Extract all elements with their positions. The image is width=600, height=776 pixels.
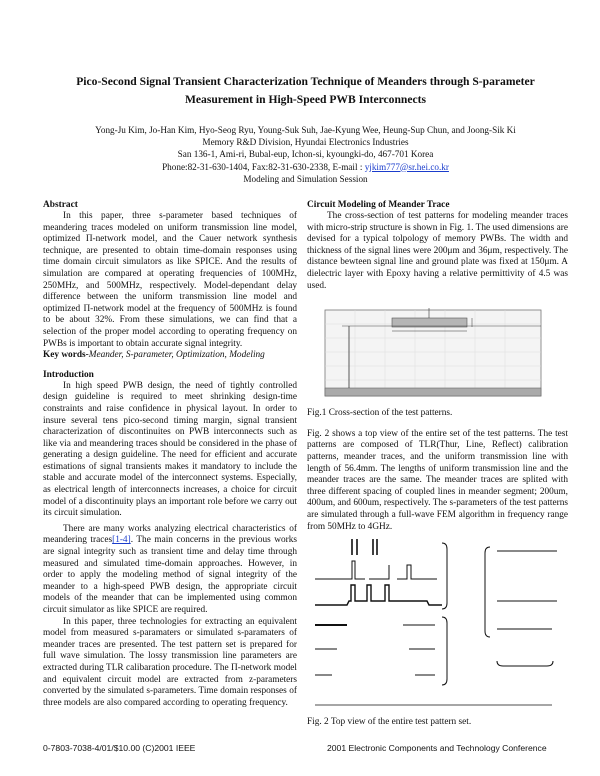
footer: 0-7803-7038-4/01/$10.00 (C)2001 IEEE 200… [43,743,568,754]
author-names: Yong-Ju Kim, Jo-Han Kim, Hyo-Seog Ryu, Y… [95,125,516,135]
affiliation: Memory R&D Division, Hyundai Electronics… [202,137,409,148]
author-block: Yong-Ju Kim, Jo-Han Kim, Hyo-Seog Ryu, Y… [43,124,568,185]
circuit-paragraph-2: Fig. 2 shows a top view of the entire se… [307,428,568,532]
left-column: Abstract In this paper, three s-paramete… [43,199,297,729]
session: Modeling and Simulation Session [243,173,368,184]
intro-paragraph-1: In high speed PWB design, the need of ti… [43,380,297,519]
circuit-paragraph-1: The cross-section of test patterns for m… [307,211,568,291]
circuit-modeling-heading: Circuit Modeling of Meander Trace [307,200,450,211]
footer-right: 2001 Electronic Components and Technolog… [327,742,547,753]
title-line-1: Pico-Second Signal Transient Characteriz… [76,75,535,88]
keywords: Key words-Meander, S-parameter, Optimiza… [43,350,297,362]
right-column: Circuit Modeling of Meander Trace The cr… [307,199,568,729]
introduction-heading: Introduction [43,369,94,380]
figure-2-top-view [315,539,557,706]
figure-1-cross-section [324,308,542,397]
paper-title: Pico-Second Signal Transient Characteriz… [43,73,568,109]
footer-left: 0-7803-7038-4/01/$10.00 (C)2001 IEEE [43,742,196,753]
contact-text: Phone:82-31-630-1404, Fax:82-31-630-2338… [162,161,365,172]
keywords-label: Key words- [43,350,89,361]
intro-paragraph-2: There are many works analyzing electrica… [43,524,297,617]
two-column-body: Abstract In this paper, three s-paramete… [43,199,568,729]
signal-line [391,317,468,328]
email-link[interactable]: yjkim777@sr.hei.co.kr [364,161,449,172]
title-line-2: Measurement in High-Speed PWB Interconne… [184,93,427,106]
reference-link[interactable]: [1-4] [112,535,131,546]
contact: Phone:82-31-630-1404, Fax:82-31-630-2338… [43,161,568,173]
figure-2-caption: Fig. 2 Top view of the entire test patte… [307,717,472,728]
ground-plane [324,387,542,397]
abstract-text: In this paper, three s-parameter based t… [43,211,297,349]
abstract-heading: Abstract [43,200,78,211]
tlr-patterns [315,542,557,706]
intro-p2-text: There are many works analyzing electrica… [43,523,297,546]
keywords-list: Meander, S-parameter, Optimization, Mode… [88,350,265,361]
figure-1-caption: Fig.1 Cross-section of the test patterns… [307,408,453,419]
intro-p2-text-cont: . The main concerns in the previous work… [43,535,297,616]
intro-paragraph-3: In this paper, three technologies for ex… [43,616,297,708]
address: San 136-1, Ami-ri, Bubal-eup, Ichon-si, … [177,149,434,160]
meander-traces [315,539,442,606]
